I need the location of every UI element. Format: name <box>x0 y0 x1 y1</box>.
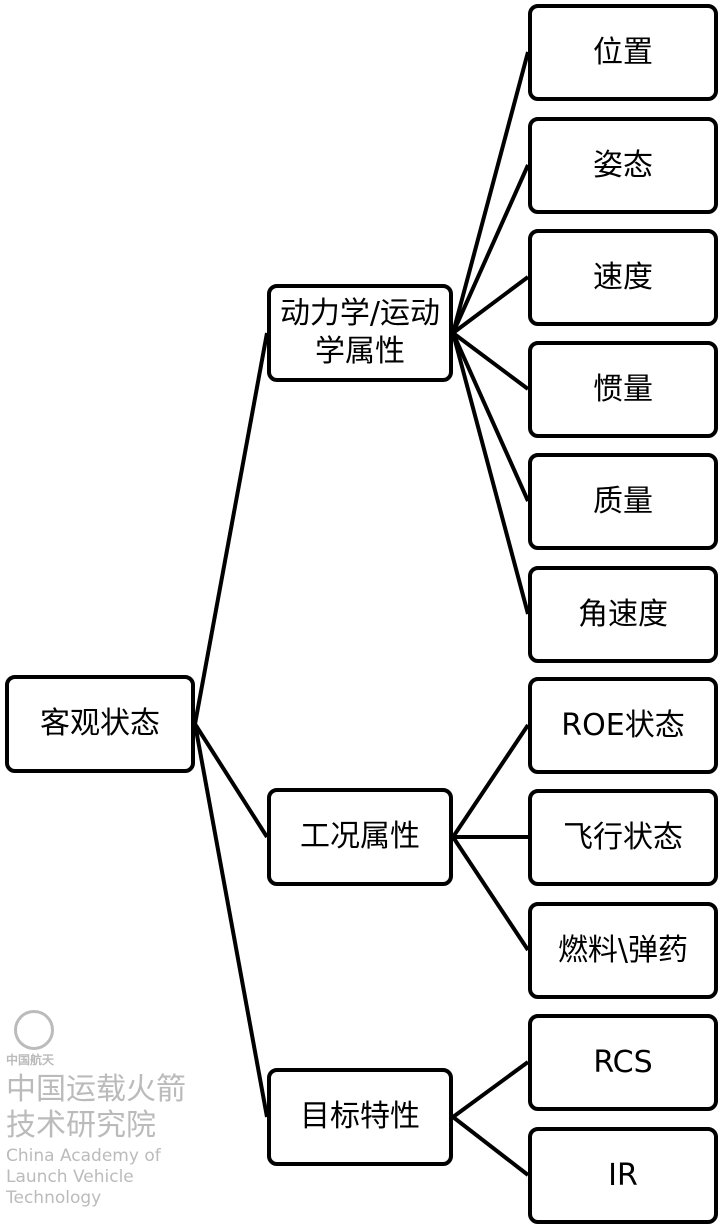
group-to-leaf-line <box>451 51 530 334</box>
leaf-label: IR <box>608 1157 638 1193</box>
root-to-group-line <box>193 723 269 1118</box>
leaf-label: 惯量 <box>593 371 653 407</box>
leaf-node: 飞行状态 <box>528 789 718 886</box>
root-node: 客观状态 <box>5 675 195 773</box>
leaf-label: 位置 <box>593 34 653 70</box>
group-to-leaf-line <box>451 723 530 839</box>
group-label: 动力学/运动学属性 <box>279 296 441 369</box>
group-node: 工况属性 <box>267 788 453 886</box>
leaf-label: RCS <box>593 1044 653 1080</box>
group-to-leaf-line <box>451 1060 530 1119</box>
leaf-label: 燃料\弹药 <box>557 932 689 968</box>
leaf-node: 姿态 <box>528 117 718 214</box>
leaf-node: 角速度 <box>528 566 718 663</box>
leaf-node: 惯量 <box>528 341 718 438</box>
group-to-leaf-line <box>451 332 530 502</box>
root-to-group-line <box>193 722 269 839</box>
group-to-leaf-line <box>451 332 530 615</box>
group-to-leaf-line <box>451 164 530 334</box>
group-node: 动力学/运动学属性 <box>267 284 453 382</box>
group-label: 工况属性 <box>300 819 420 854</box>
leaf-node: IR <box>528 1127 718 1224</box>
leaf-node: 质量 <box>528 453 718 550</box>
root-label: 客观状态 <box>40 706 160 741</box>
group-to-leaf-line <box>451 1115 530 1177</box>
leaf-node: 速度 <box>528 229 718 326</box>
leaf-node: 燃料\弹药 <box>528 902 718 999</box>
group-to-leaf-line <box>451 331 530 391</box>
group-to-leaf-line <box>451 835 530 952</box>
leaf-label: 质量 <box>593 483 653 519</box>
group-node: 目标特性 <box>267 1068 453 1166</box>
root-to-group-line <box>193 332 269 725</box>
group-label: 目标特性 <box>300 1099 420 1134</box>
leaf-label: 姿态 <box>593 147 653 183</box>
leaf-node: 位置 <box>528 4 718 101</box>
leaf-label: ROE状态 <box>561 707 685 743</box>
group-to-leaf-line <box>451 275 530 335</box>
leaf-label: 角速度 <box>578 596 668 632</box>
leaf-label: 飞行状态 <box>563 819 683 855</box>
leaf-label: 速度 <box>593 259 653 295</box>
leaf-node: ROE状态 <box>528 677 718 774</box>
leaf-node: RCS <box>528 1014 718 1111</box>
